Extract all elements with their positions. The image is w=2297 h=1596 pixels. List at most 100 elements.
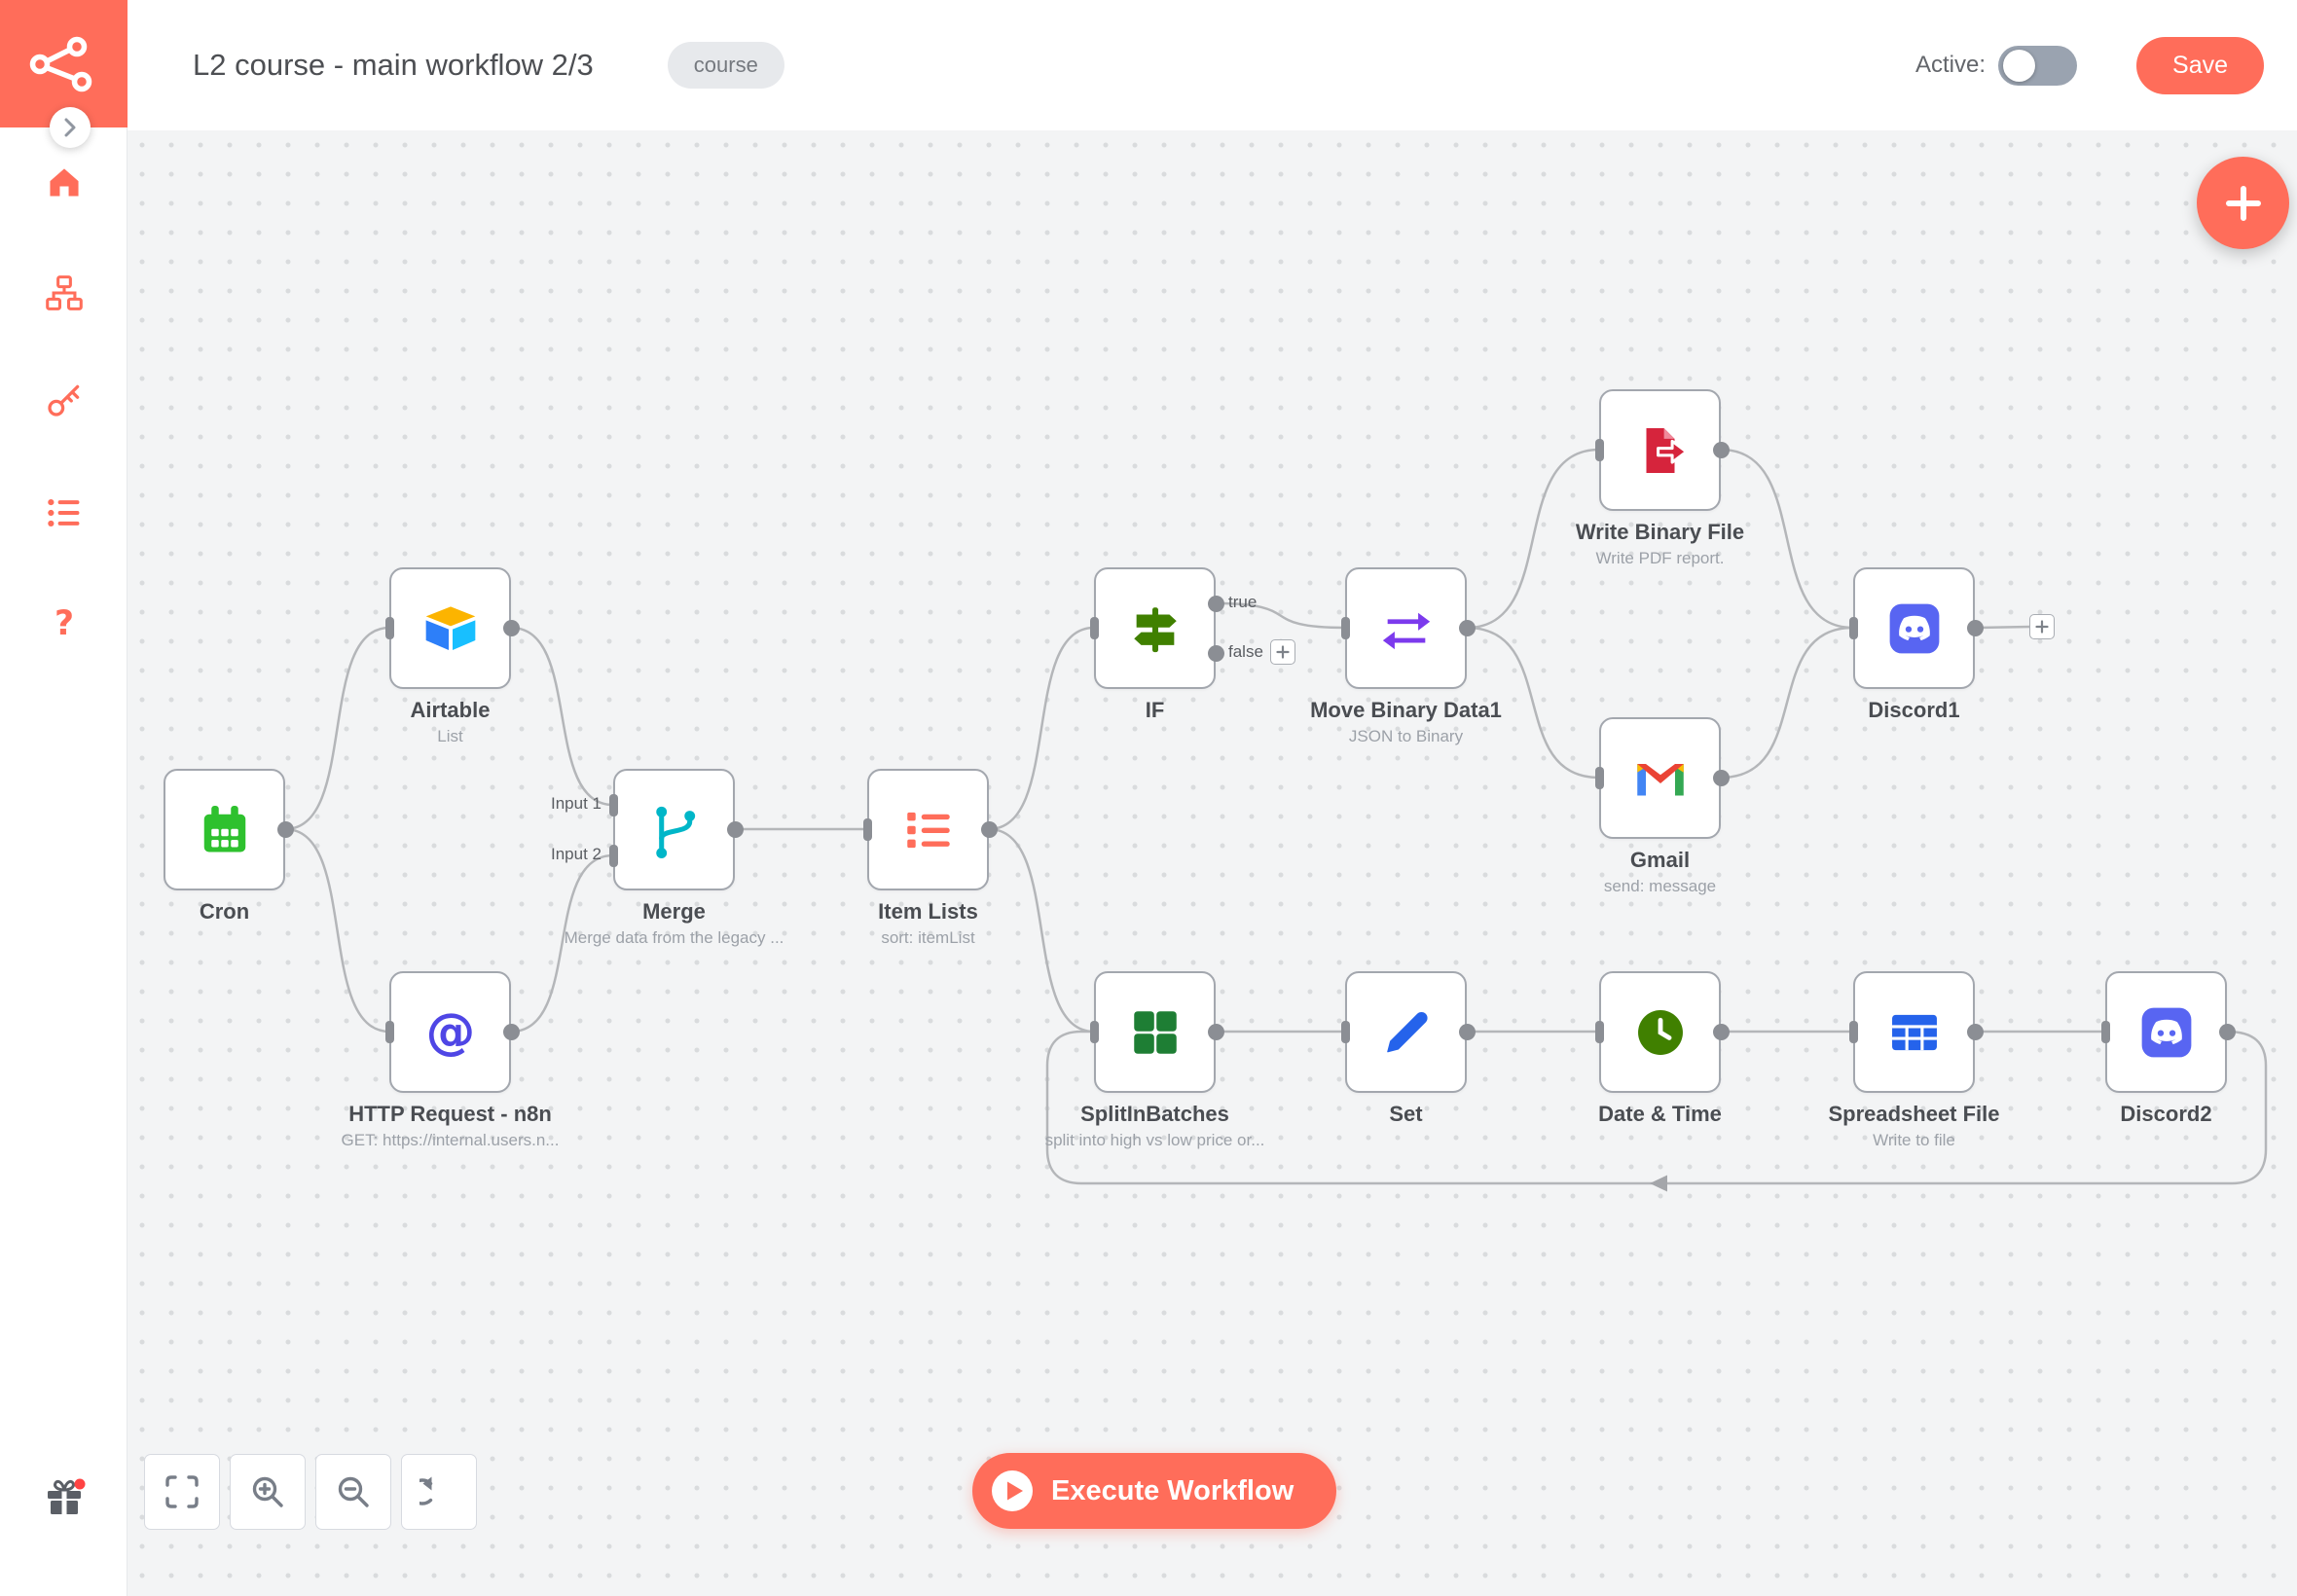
zoom-in-button[interactable]: [230, 1454, 306, 1530]
node-discord2[interactable]: [2105, 971, 2227, 1093]
add-node-button[interactable]: [2197, 157, 2289, 249]
input-port[interactable]: [1848, 1020, 1858, 1043]
input-port[interactable]: [862, 817, 872, 841]
credentials-icon: [45, 381, 84, 424]
output-port-label: false: [1228, 642, 1263, 661]
input-port[interactable]: [608, 844, 618, 867]
connection-writebinary-to-discord1[interactable]: [1720, 448, 1854, 630]
node-datetime[interactable]: [1599, 971, 1721, 1093]
connection-cron-to-http[interactable]: [284, 827, 390, 1034]
list-icon: [900, 802, 957, 858]
node-spreadsheet[interactable]: [1853, 971, 1975, 1093]
at-icon: @: [419, 1001, 482, 1064]
add-connection-button[interactable]: [2029, 614, 2055, 639]
output-port[interactable]: [726, 820, 744, 838]
input-port[interactable]: [384, 1020, 394, 1043]
n8n-logo[interactable]: [0, 0, 128, 127]
header: L2 course - main workflow 2/3 course Act…: [128, 0, 2297, 130]
output-port[interactable]: [502, 619, 520, 636]
connection-if-to-movebinary[interactable]: [1215, 601, 1346, 630]
output-port-label: true: [1228, 593, 1258, 611]
connection-movebinary-to-writebinary[interactable]: [1466, 448, 1600, 630]
input-port[interactable]: [2100, 1020, 2110, 1043]
node-itemlists[interactable]: [867, 769, 989, 890]
input-port[interactable]: [1594, 438, 1604, 461]
output-port[interactable]: [276, 820, 294, 838]
execute-workflow-label: Execute Workflow: [1051, 1474, 1294, 1506]
loop-arrow-icon: [1650, 1175, 1667, 1192]
svg-text:?: ?: [54, 604, 73, 643]
input-port[interactable]: [608, 793, 618, 816]
input-port[interactable]: [1340, 1020, 1350, 1043]
node-set[interactable]: [1345, 971, 1467, 1093]
toggle-knob: [2003, 49, 2036, 82]
output-port[interactable]: [1966, 1023, 1984, 1040]
node-split[interactable]: [1094, 971, 1216, 1093]
input-port[interactable]: [1594, 766, 1604, 789]
sidebar-item-workflows[interactable]: [0, 273, 128, 317]
node-cron[interactable]: [164, 769, 285, 890]
connections-layer: [284, 448, 2268, 1192]
output-port[interactable]: [1712, 769, 1730, 786]
add-connection-button[interactable]: [1270, 639, 1295, 665]
fit-view-button[interactable]: [144, 1454, 220, 1530]
input-port-label: Input 1: [551, 794, 602, 813]
output-port[interactable]: [1458, 619, 1476, 636]
exchange-icon: [1378, 600, 1435, 657]
reset-zoom-button[interactable]: [401, 1454, 477, 1530]
connection-movebinary-to-gmail[interactable]: [1466, 626, 1600, 780]
node-writebinary[interactable]: [1599, 389, 1721, 511]
input-port[interactable]: [1848, 616, 1858, 639]
output-port[interactable]: [1207, 1023, 1224, 1040]
output-port[interactable]: [1458, 1023, 1476, 1040]
sidebar-collapse-button[interactable]: [50, 107, 91, 148]
airtable-icon: [419, 598, 482, 660]
output-port[interactable]: [2218, 1023, 2236, 1040]
node-airtable[interactable]: [389, 567, 511, 689]
zoom-out-button[interactable]: [315, 1454, 391, 1530]
workflow-title[interactable]: L2 course - main workflow 2/3: [193, 48, 594, 82]
input-port[interactable]: [1340, 616, 1350, 639]
output-port[interactable]: [1712, 1023, 1730, 1040]
sidebar-item-updates[interactable]: [0, 1476, 128, 1524]
output-port[interactable]: [1207, 595, 1224, 612]
execute-workflow-button[interactable]: Execute Workflow: [972, 1453, 1337, 1529]
reset-zoom-icon: [419, 1472, 458, 1511]
sidebar: ?: [0, 0, 128, 1596]
play-icon: [990, 1469, 1035, 1513]
node-merge[interactable]: [613, 769, 735, 890]
connection-itemlists-to-if[interactable]: [988, 626, 1095, 831]
output-port[interactable]: [1712, 441, 1730, 458]
active-label: Active:: [1914, 52, 1987, 78]
node-movebinary[interactable]: [1345, 567, 1467, 689]
input-port[interactable]: [1089, 1020, 1099, 1043]
output-port[interactable]: [1207, 644, 1224, 662]
sidebar-item-home[interactable]: [0, 163, 128, 206]
home-icon: [45, 163, 84, 206]
clock-icon: [1632, 1004, 1689, 1061]
output-port[interactable]: [1966, 619, 1984, 636]
save-button[interactable]: Save: [2136, 36, 2264, 94]
node-http[interactable]: @: [389, 971, 511, 1093]
n8n-logo-icon: [29, 36, 91, 91]
output-port[interactable]: [980, 820, 998, 838]
input-port[interactable]: [1594, 1020, 1604, 1043]
connection-gmail-to-discord1[interactable]: [1720, 626, 1854, 780]
node-if[interactable]: [1094, 567, 1216, 689]
active-toggle[interactable]: [1998, 45, 2078, 86]
input-port[interactable]: [384, 616, 394, 639]
connection-airtable-to-merge[interactable]: [510, 626, 614, 807]
sidebar-item-help[interactable]: ?: [0, 604, 128, 648]
input-port[interactable]: [1089, 616, 1099, 639]
sidebar-item-credentials[interactable]: [0, 381, 128, 424]
connection-itemlists-to-split[interactable]: [988, 827, 1095, 1034]
connection-cron-to-airtable[interactable]: [284, 626, 390, 831]
output-port[interactable]: [502, 1023, 520, 1040]
node-gmail[interactable]: [1599, 717, 1721, 839]
plus-icon: [2225, 185, 2261, 221]
workflow-tag[interactable]: course: [667, 42, 784, 89]
connection-http-to-merge[interactable]: [510, 853, 614, 1034]
sidebar-item-executions[interactable]: [0, 493, 128, 537]
node-discord1[interactable]: [1853, 567, 1975, 689]
